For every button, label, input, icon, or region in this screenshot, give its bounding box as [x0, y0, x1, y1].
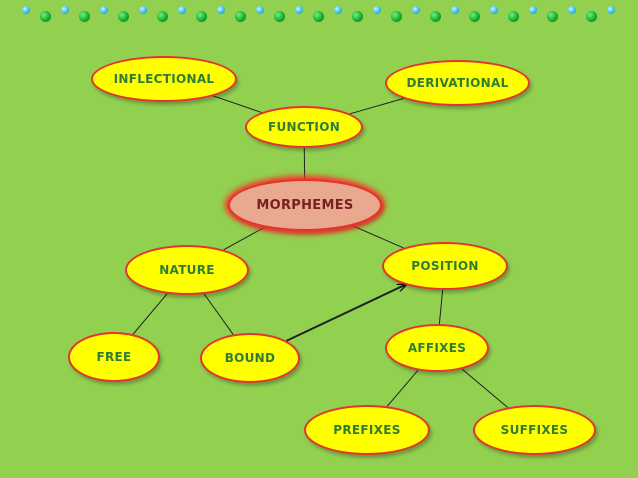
node-suffixes-label: SUFFIXES: [500, 423, 569, 437]
node-free: FREE: [68, 332, 160, 382]
green-bead: [586, 11, 597, 22]
node-nature-label: NATURE: [159, 263, 215, 277]
blue-bead: [256, 6, 264, 14]
blue-bead: [217, 6, 225, 14]
blue-bead: [178, 6, 186, 14]
blue-bead: [139, 6, 147, 14]
edge-nature-free: [132, 293, 168, 335]
green-bead: [79, 11, 90, 22]
blue-bead: [61, 6, 69, 14]
node-prefixes: PREFIXES: [304, 405, 430, 455]
edge-function-inflectional: [213, 95, 262, 113]
blue-bead: [373, 6, 381, 14]
arrow-bound-to-position: [285, 285, 405, 342]
node-affixes-label: AFFIXES: [407, 341, 467, 355]
green-bead: [274, 11, 285, 22]
node-suffixes: SUFFIXES: [473, 405, 596, 455]
green-bead: [118, 11, 129, 22]
blue-bead: [529, 6, 537, 14]
node-free-label: FREE: [96, 350, 132, 364]
node-derivational-label: DERIVATIONAL: [406, 76, 509, 90]
node-prefixes-label: PREFIXES: [333, 423, 401, 437]
green-bead: [508, 11, 519, 22]
node-inflectional: INFLECTIONAL: [91, 56, 237, 102]
node-function: FUNCTION: [245, 106, 363, 148]
green-bead: [352, 11, 363, 22]
blue-bead: [451, 6, 459, 14]
blue-bead: [607, 6, 615, 14]
edge-morphemes-position: [351, 225, 404, 249]
edge-affixes-prefixes: [386, 370, 419, 407]
edge-affixes-suffixes: [461, 368, 509, 408]
bead-border-decoration: [0, 0, 638, 24]
green-bead: [547, 11, 558, 22]
edge-nature-bound: [203, 293, 234, 335]
green-bead: [40, 11, 51, 22]
blue-bead: [100, 6, 108, 14]
edge-position-affixes: [438, 289, 444, 325]
edge-function-derivational: [349, 97, 404, 115]
green-bead: [235, 11, 246, 22]
node-derivational: DERIVATIONAL: [385, 60, 530, 106]
node-nature: NATURE: [125, 245, 249, 295]
node-position-label: POSITION: [411, 259, 479, 273]
green-bead: [430, 11, 441, 22]
green-bead: [196, 11, 207, 22]
blue-bead: [22, 6, 30, 14]
node-inflectional-label: INFLECTIONAL: [113, 72, 215, 86]
blue-bead: [568, 6, 576, 14]
node-morphemes: MORPHEMES: [228, 179, 382, 231]
node-bound-label: BOUND: [224, 351, 276, 365]
green-bead: [391, 11, 402, 22]
blue-bead: [334, 6, 342, 14]
node-morphemes-label: MORPHEMES: [256, 197, 354, 213]
node-function-label: FUNCTION: [267, 120, 341, 134]
green-bead: [157, 11, 168, 22]
green-bead: [469, 11, 480, 22]
node-position: POSITION: [382, 242, 508, 290]
blue-bead: [490, 6, 498, 14]
node-affixes: AFFIXES: [385, 324, 489, 372]
blue-bead: [412, 6, 420, 14]
green-bead: [313, 11, 324, 22]
blue-bead: [295, 6, 303, 14]
node-bound: BOUND: [200, 333, 300, 383]
edge-morphemes-nature: [223, 226, 265, 251]
